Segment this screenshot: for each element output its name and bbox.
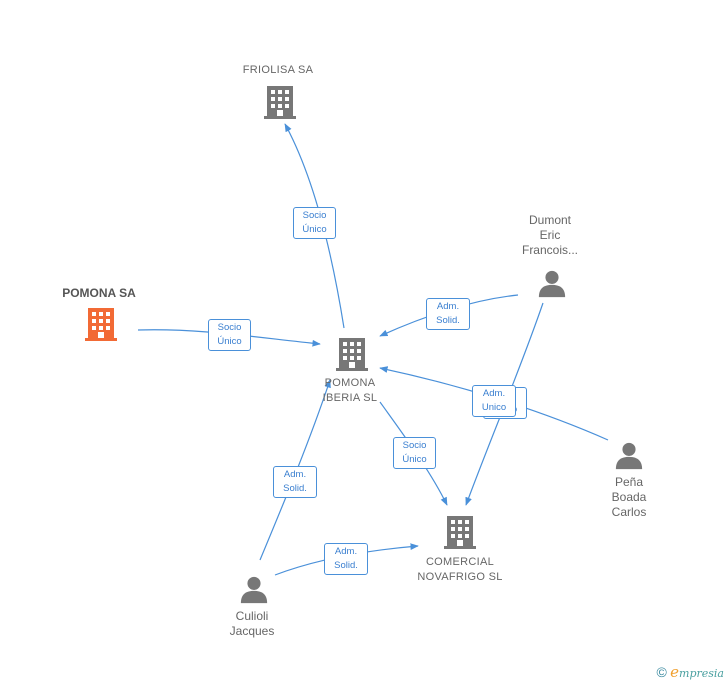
node-label-dumont[interactable]: Dumont Eric Francois... bbox=[521, 213, 578, 257]
node-label-pomona-sa[interactable]: POMONA SA bbox=[62, 286, 136, 300]
node-label-comercial[interactable]: COMERCIAL NOVAFRIGO SL bbox=[417, 556, 503, 583]
culioli-person-icon[interactable] bbox=[240, 576, 268, 604]
brand-initial: e bbox=[670, 663, 680, 681]
pomona-iberia-building-icon[interactable] bbox=[336, 338, 368, 371]
comercial-building-icon[interactable] bbox=[444, 516, 476, 549]
friolisa-building-icon[interactable] bbox=[264, 86, 296, 119]
edge-label-adm-solid: Adm. Solid. bbox=[324, 543, 368, 575]
copyright-symbol: © bbox=[656, 664, 667, 680]
node-label-pomona-iberia[interactable]: POMONA IBERIA SL bbox=[322, 377, 378, 404]
edge-label-socio-unico: Socio Único bbox=[293, 207, 336, 239]
node-label-friolisa[interactable]: FRIOLISA SA bbox=[242, 64, 314, 76]
pomona-sa-building-icon[interactable] bbox=[85, 308, 117, 341]
empresia-logo[interactable]: © empresia bbox=[656, 663, 724, 681]
brand-name: mpresia bbox=[679, 667, 724, 680]
edge-label-adm-unico: Adm. Unico bbox=[472, 385, 516, 417]
edge-label-adm-solid: Adm. Solid. bbox=[273, 466, 317, 498]
pena-person-icon[interactable] bbox=[615, 442, 643, 470]
edge-label-adm-solid: Adm. Solid. bbox=[426, 298, 470, 330]
edge-label-socio-unico: Socio Único bbox=[208, 319, 251, 351]
edge-label-socio-unico: Socio Único bbox=[393, 437, 436, 469]
node-label-culioli[interactable]: Culioli Jacques bbox=[229, 609, 275, 638]
node-label-pena[interactable]: Peña Boada Carlos bbox=[611, 475, 647, 519]
dumont-person-icon[interactable] bbox=[538, 270, 566, 298]
